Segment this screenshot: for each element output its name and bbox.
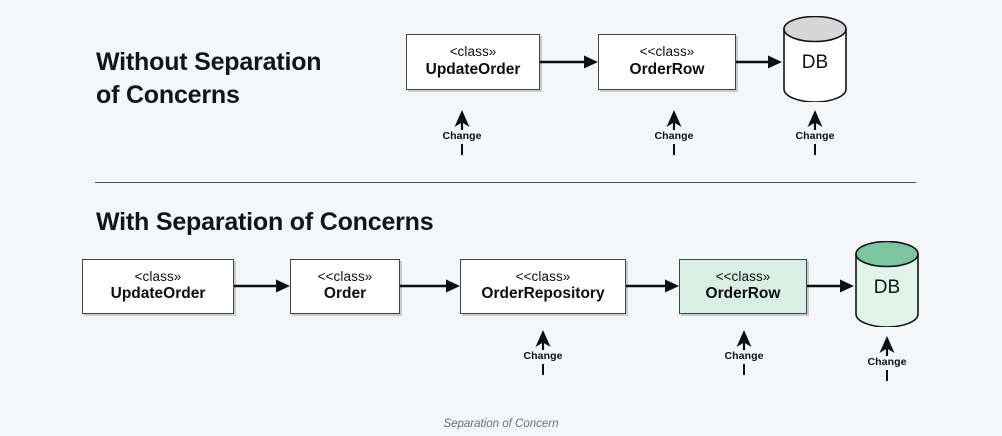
class-stereotype: <<class» (639, 44, 695, 60)
flow-arrow-orderrepository-to-orderrow-row2 (626, 279, 679, 293)
change-label: Change (654, 130, 694, 142)
change-marker-db-row1: Change (780, 110, 850, 155)
class-name: UpdateOrder (425, 60, 521, 78)
database-label: DB (801, 52, 829, 73)
flow-arrow-orderrow-to-db-row1 (736, 55, 782, 69)
change-stub (673, 143, 675, 155)
change-label: Change (442, 130, 482, 142)
section-title-without: Without Separation of Concerns (96, 48, 322, 109)
figure-caption: Separation of Concern (443, 418, 559, 430)
class-box-orderrow-row2: <<class» OrderRow (679, 259, 807, 314)
class-name: OrderRepository (481, 285, 605, 303)
class-name: UpdateOrder (110, 285, 206, 303)
flow-arrow-orderrow-to-db-row2 (807, 279, 854, 293)
flow-arrow-updateorder-to-order-row2 (234, 279, 290, 293)
class-stereotype: <<class» (715, 268, 771, 284)
change-stub (542, 363, 544, 375)
arrow-up-icon (735, 330, 753, 350)
class-box-orderrepository-row2: <<class» OrderRepository (460, 259, 626, 314)
class-name: OrderRow (629, 60, 705, 78)
change-label: Change (867, 356, 907, 368)
class-box-updateorder-row2: <class» UpdateOrder (82, 259, 234, 314)
arrow-up-icon (453, 110, 471, 130)
arrow-up-icon (534, 330, 552, 350)
class-stereotype: <class» (449, 44, 497, 60)
section-title-with: With Separation of Concerns (96, 208, 434, 236)
class-box-order-row2: <<class» Order (290, 259, 400, 314)
class-stereotype: <class» (134, 268, 182, 284)
change-stub (886, 369, 888, 381)
flow-arrow-updateorder-to-orderrow-row1 (540, 55, 598, 69)
change-stub (461, 143, 463, 155)
change-stub (743, 363, 745, 375)
database-cylinder-row2: DB (854, 241, 920, 327)
class-stereotype: <<class» (317, 268, 373, 284)
arrow-up-icon (806, 110, 824, 130)
class-box-orderrow-row1: <<class» OrderRow (598, 34, 736, 90)
change-label: Change (724, 350, 764, 362)
change-stub (814, 143, 816, 155)
flow-arrow-order-to-orderrepository-row2 (400, 279, 460, 293)
database-cylinder-row1: DB (782, 16, 848, 102)
section-divider (95, 182, 916, 183)
change-label: Change (523, 350, 563, 362)
database-label: DB (873, 277, 901, 298)
class-name: Order (323, 285, 367, 303)
class-name: OrderRow (705, 285, 781, 303)
class-box-updateorder-row1: <class» UpdateOrder (406, 34, 540, 90)
change-label: Change (795, 130, 835, 142)
change-marker-db-row2: Change (852, 336, 922, 381)
arrow-up-icon (665, 110, 683, 130)
change-marker-orderrepository-row2: Change (508, 330, 578, 375)
change-marker-orderrow-row1: Change (639, 110, 709, 155)
arrow-up-icon (878, 336, 896, 356)
change-marker-orderrow-row2: Change (709, 330, 779, 375)
class-stereotype: <<class» (515, 268, 571, 284)
change-marker-updateorder-row1: Change (427, 110, 497, 155)
